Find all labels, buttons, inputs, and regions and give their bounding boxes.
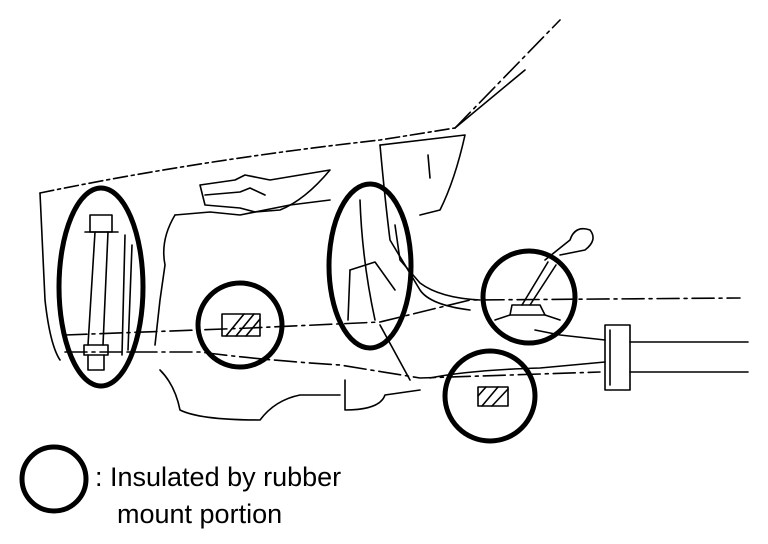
front-mount-marker — [56, 185, 146, 389]
legend-line-2: mount portion — [117, 499, 283, 529]
legend-line-1: : Insulated by rubber — [95, 462, 342, 492]
rear-hanger — [494, 261, 561, 321]
center-hanger — [347, 199, 396, 321]
legend-circle-icon — [19, 444, 89, 514]
rear-upper-mount-marker — [480, 248, 578, 346]
mount-markers — [19, 181, 578, 514]
vehicle-body-outline — [39, 19, 561, 421]
rubber-block-left — [221, 313, 261, 337]
left-lower-mount-marker — [195, 280, 285, 370]
front-hanger — [83, 214, 133, 371]
center-mount-marker — [326, 181, 414, 351]
rear-lower-mount-marker — [442, 348, 538, 444]
rubber-block-rear — [477, 386, 509, 407]
